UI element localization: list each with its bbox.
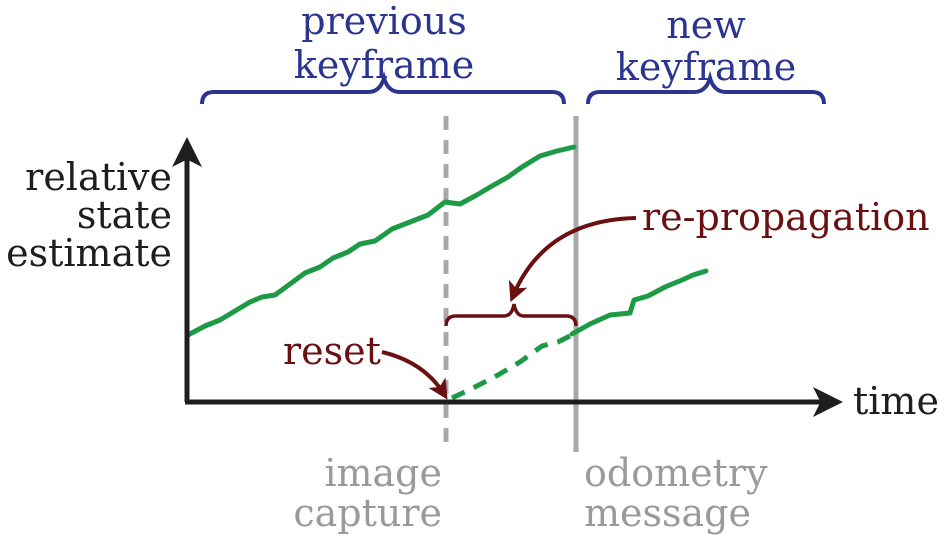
- reset-label: reset: [283, 329, 381, 373]
- dashed-reset-trace: [450, 333, 572, 401]
- new-keyframe-brace: [586, 70, 826, 105]
- y-axis-label-line3: estimate: [6, 231, 172, 275]
- repropagation-arrow: [508, 216, 637, 303]
- new-keyframe-label-line2: keyframe: [616, 45, 796, 89]
- odometry-message-label-line1: odometry: [584, 451, 768, 495]
- x-axis-label: time: [853, 379, 939, 423]
- image-capture-label-line2: capture: [293, 491, 442, 535]
- previous-keyframe-brace: [200, 70, 566, 105]
- previous-keyframe-label-line1: previous: [301, 0, 466, 43]
- repropagated-trace: [569, 268, 709, 337]
- previous-keyframe-trace: [185, 144, 577, 338]
- reset-arrow: [381, 350, 448, 400]
- new-keyframe-label-line1: new: [666, 3, 746, 47]
- repropagation-label: re-propagation: [642, 195, 930, 239]
- y-axis-label-line1: relative: [25, 155, 172, 199]
- previous-keyframe-label-line2: keyframe: [294, 43, 474, 87]
- y-axis-label-line2: state: [77, 193, 172, 237]
- repropagation-brace: [444, 303, 578, 327]
- image-capture-label-line1: image: [324, 451, 442, 495]
- odometry-message-label-line2: message: [584, 491, 751, 535]
